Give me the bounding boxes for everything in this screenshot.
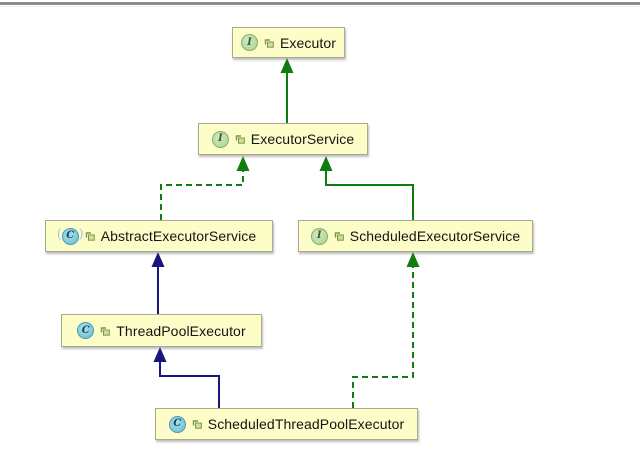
class-icon: C bbox=[168, 415, 186, 433]
node-abstract-executor-service[interactable]: C AbstractExecutorService bbox=[45, 220, 273, 252]
node-label: ExecutorService bbox=[250, 131, 355, 147]
interface-icon: I bbox=[310, 227, 328, 245]
open-lock-icon bbox=[84, 230, 96, 242]
edge-threadpoolexecutor-extends-abstractexecutorservice bbox=[151, 252, 165, 314]
open-lock-icon bbox=[234, 133, 246, 145]
node-thread-pool-executor[interactable]: C ThreadPoolExecutor bbox=[61, 314, 262, 347]
open-lock-icon bbox=[333, 230, 345, 242]
abstract-class-icon: C bbox=[57, 227, 84, 245]
node-scheduled-thread-pool-executor[interactable]: C ScheduledThreadPoolExecutor bbox=[155, 408, 418, 440]
class-icon: C bbox=[77, 322, 95, 339]
node-executor[interactable]: I Executor bbox=[232, 27, 345, 58]
edge-abstractexecutorservice-implements-executorservice bbox=[160, 156, 250, 220]
node-label: AbstractExecutorService bbox=[100, 228, 257, 244]
node-label: Executor bbox=[279, 34, 337, 51]
node-label: ScheduledThreadPoolExecutor bbox=[207, 416, 405, 432]
top-divider-line bbox=[0, 2, 640, 5]
node-label: ThreadPoolExecutor bbox=[116, 322, 246, 339]
open-lock-icon bbox=[263, 37, 275, 49]
interface-icon: I bbox=[240, 34, 258, 51]
interface-icon: I bbox=[211, 130, 229, 148]
node-scheduled-executor-service[interactable]: I ScheduledExecutorService bbox=[298, 220, 533, 252]
edge-scheduledexecutorservice-extends-executorservice bbox=[319, 156, 414, 220]
open-lock-icon bbox=[191, 418, 203, 430]
edge-scheduledthreadpoolexecutor-implements-scheduledexecutorservice bbox=[352, 252, 420, 408]
node-label: ScheduledExecutorService bbox=[349, 228, 521, 244]
edge-scheduledthreadpoolexecutor-extends-threadpoolexecutor bbox=[153, 347, 220, 408]
node-executor-service[interactable]: I ExecutorService bbox=[198, 123, 368, 155]
edge-executorservice-extends-executor bbox=[280, 58, 294, 123]
open-lock-icon bbox=[99, 325, 111, 337]
top-divider-shadow bbox=[0, 6, 640, 7]
